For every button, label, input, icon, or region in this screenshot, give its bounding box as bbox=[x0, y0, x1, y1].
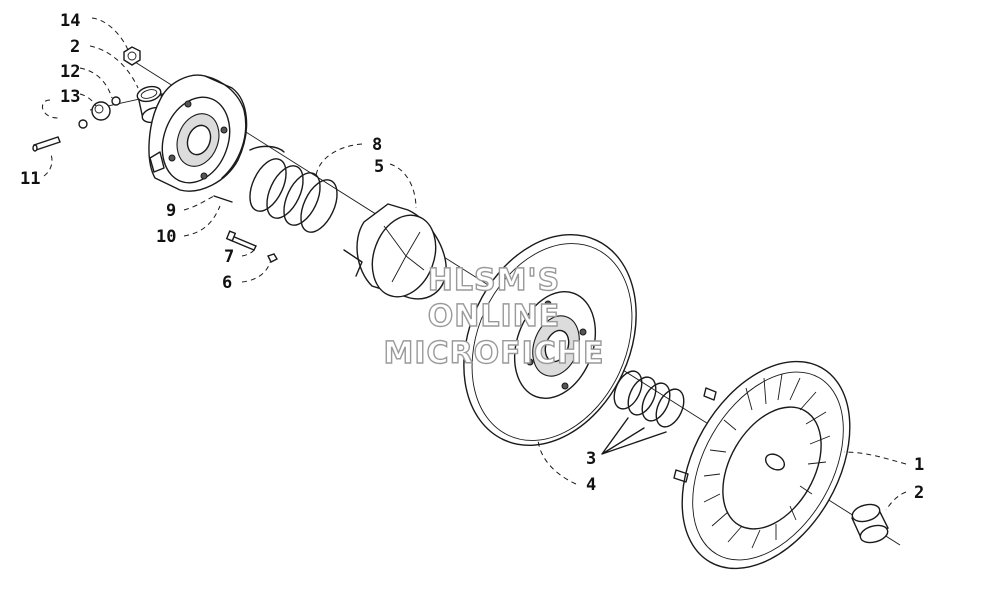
part-2-bushing-bottom bbox=[851, 503, 889, 544]
part-small-washer bbox=[78, 119, 88, 129]
callout-14: 14 bbox=[60, 11, 80, 31]
watermark-line-2: ONLINE bbox=[428, 299, 561, 334]
part-14-nut bbox=[123, 46, 141, 66]
callout-4: 4 bbox=[586, 475, 596, 495]
callout-5: 5 bbox=[374, 157, 384, 177]
callout-13: 13 bbox=[60, 87, 80, 107]
callout-12: 12 bbox=[60, 62, 80, 82]
callout-10: 10 bbox=[156, 227, 176, 247]
part-10-pin bbox=[213, 195, 233, 203]
watermark-line-1: HLSM'S bbox=[428, 263, 560, 298]
part-13-roller bbox=[91, 101, 111, 121]
callout-6: 6 bbox=[222, 273, 232, 293]
part-12-washer bbox=[111, 96, 121, 106]
leader-lines bbox=[42, 17, 907, 511]
part-1-fixed-sheave bbox=[673, 360, 851, 570]
callout-2-top: 2 bbox=[70, 37, 80, 57]
callout-3: 3 bbox=[586, 449, 596, 469]
callout-1: 1 bbox=[914, 455, 924, 475]
watermark: HLSM'S ONLINE MICROFICHE bbox=[383, 262, 605, 371]
part-spider-cover bbox=[148, 74, 248, 192]
callout-2-bottom: 2 bbox=[914, 483, 924, 503]
part-11-pin bbox=[32, 136, 61, 152]
part-4-moveable-sheave bbox=[463, 234, 637, 446]
callout-9: 9 bbox=[166, 201, 176, 221]
part-3-spring bbox=[613, 370, 685, 428]
callout-11: 11 bbox=[20, 169, 40, 189]
part-8-spring bbox=[249, 145, 338, 233]
watermark-line-3: MICROFICHE bbox=[384, 336, 605, 371]
callout-7: 7 bbox=[224, 247, 234, 267]
callout-8: 8 bbox=[372, 135, 382, 155]
callout-labels: 14 2 12 13 11 8 5 9 10 7 6 3 4 1 2 bbox=[20, 11, 924, 503]
part-5-cam bbox=[343, 203, 447, 300]
part-6-nut bbox=[267, 253, 278, 263]
